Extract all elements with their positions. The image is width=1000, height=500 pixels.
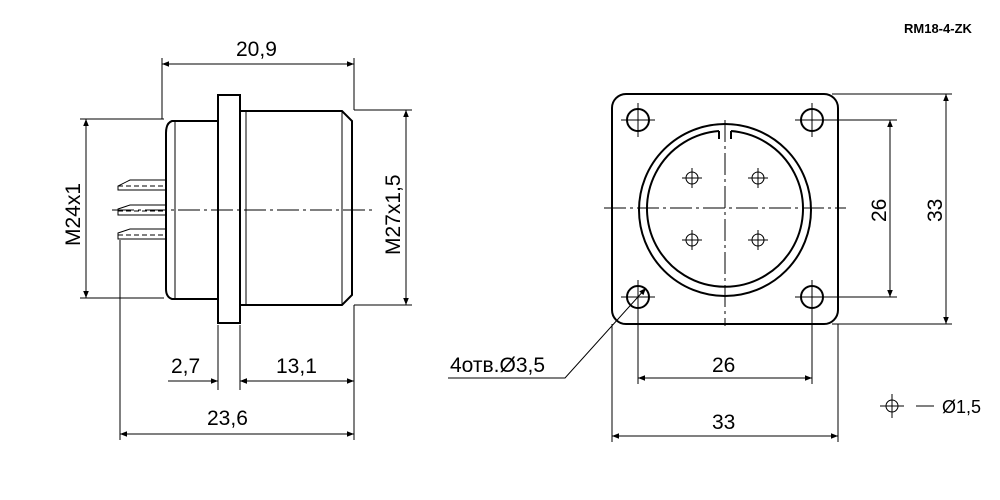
front-view: 26 33 26 33 4отв.Ø3,5 [448,93,952,442]
dim-13-1: 13,1 [276,355,317,378]
rear-body [165,120,218,300]
dim-20-9: 20,9 [236,38,277,61]
dim-23-6: 23,6 [207,407,248,430]
contact-pins [682,168,768,250]
front-body [240,110,353,306]
dim-m27x1-5: M27x1,5 [382,174,405,255]
dim-2-7: 2,7 [171,355,200,378]
dim-m24x1: M24x1 [62,183,85,246]
legend-text: Ø1,5 [942,397,981,417]
flange [217,94,241,324]
holes-note: 4отв.Ø3,5 [450,354,545,377]
dim-26-v: 26 [868,199,891,222]
pin-crosshair-icon [880,394,904,418]
side-view: 20,9 M24x1 M27x1,5 2,7 13,1 23,6 [62,38,412,440]
holes-leader [448,287,647,379]
dim-33-v: 33 [924,199,947,222]
legend: Ø1,5 [880,394,981,418]
dim-33-h: 33 [712,411,735,434]
rear-pins [117,179,166,240]
model-label: RM18-4-ZK [904,21,973,36]
dim-26-h: 26 [712,354,735,377]
